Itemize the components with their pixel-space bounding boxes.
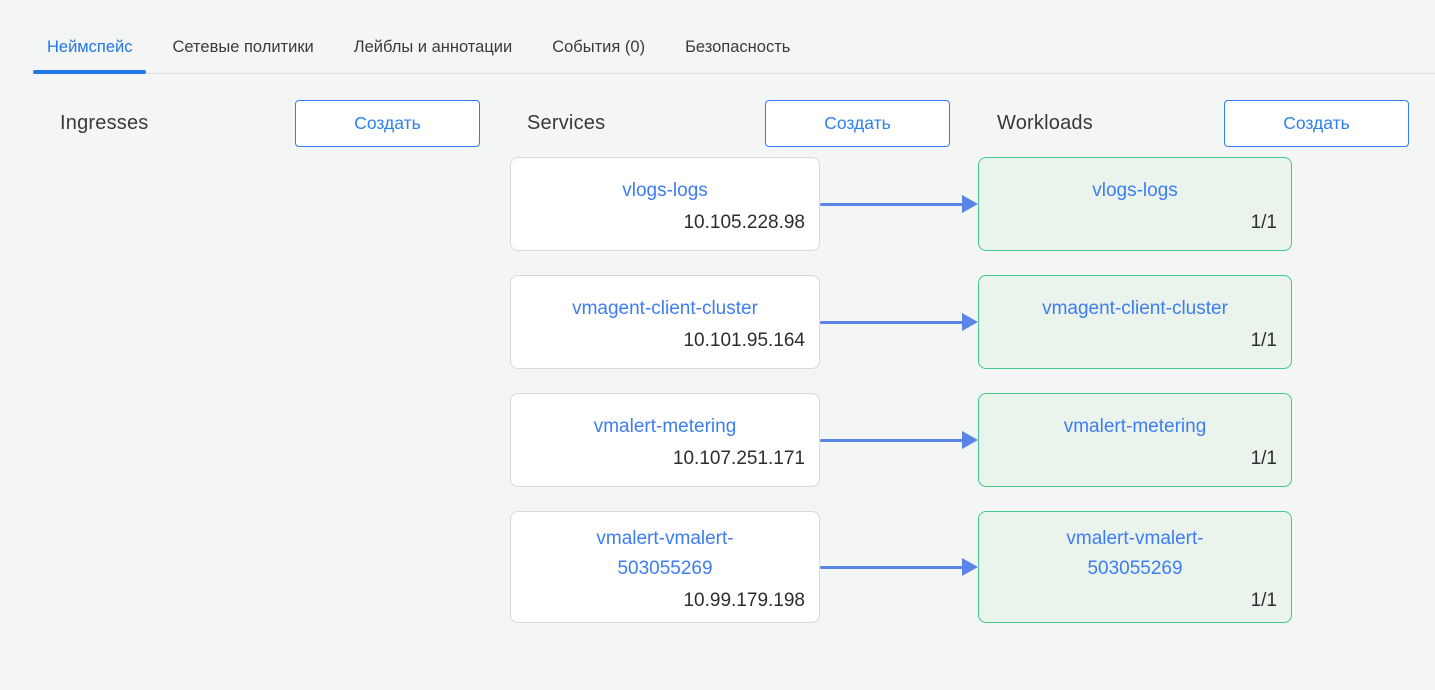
workload-name-link[interactable]: vlogs-logs — [1092, 180, 1178, 201]
namespace-topology-page: Неймспейс Сетевые политики Лейблы и анно… — [0, 0, 1435, 623]
service-to-workload-arrow — [820, 313, 978, 331]
service-to-workload-arrow — [820, 431, 978, 449]
service-name-link[interactable]: vmagent-client-cluster — [572, 298, 758, 319]
tab-labels-annotations[interactable]: Лейблы и аннотации — [353, 38, 513, 56]
arrow-line — [820, 202, 963, 206]
topology-row: vmalert-metering 10.107.251.171 vmalert-… — [510, 393, 1435, 487]
topology-row: vmalert-vmalert-503055269 10.99.179.198 … — [510, 511, 1435, 623]
workload-ready-count: 1/1 — [1250, 212, 1277, 233]
arrow-head-icon — [962, 558, 978, 576]
workload-name-link[interactable]: vmalert-vmalert-503055269 — [1066, 528, 1204, 579]
service-name-link[interactable]: vmalert-metering — [593, 416, 737, 437]
service-name-link[interactable]: vmalert-vmalert-503055269 — [596, 528, 734, 579]
tab-network-policies[interactable]: Сетевые политики — [172, 38, 314, 56]
workloads-column-header: Workloads Создать — [970, 100, 1409, 147]
arrow-line — [820, 320, 963, 324]
ingresses-title: Ingresses — [60, 112, 149, 134]
workload-card: vmalert-metering 1/1 — [978, 393, 1292, 487]
workload-card: vmagent-client-cluster 1/1 — [978, 275, 1292, 369]
service-card: vmalert-metering 10.107.251.171 — [510, 393, 820, 487]
services-title: Services — [527, 112, 606, 134]
service-cluster-ip: 10.105.228.98 — [683, 212, 805, 233]
columns-header: Ingresses Создать Services Создать Workl… — [33, 100, 1409, 147]
workload-card: vlogs-logs 1/1 — [978, 157, 1292, 251]
workload-name-link[interactable]: vmagent-client-cluster — [1042, 298, 1228, 319]
tab-namespace[interactable]: Неймспейс — [33, 37, 147, 74]
workload-ready-count: 1/1 — [1250, 330, 1277, 351]
tab-events[interactable]: События (0) — [552, 38, 646, 56]
service-card: vmalert-vmalert-503055269 10.99.179.198 — [510, 511, 820, 623]
arrow-line — [820, 438, 963, 442]
arrow-head-icon — [962, 431, 978, 449]
arrow-head-icon — [962, 195, 978, 213]
topology-row: vlogs-logs 10.105.228.98 vlogs-logs 1/1 — [510, 157, 1435, 251]
workload-name-link[interactable]: vmalert-metering — [1063, 416, 1207, 437]
create-ingress-button[interactable]: Создать — [295, 100, 480, 147]
services-column-header: Services Создать — [500, 100, 950, 147]
create-service-button[interactable]: Создать — [765, 100, 950, 147]
ingresses-column-header: Ingresses Создать — [33, 100, 480, 147]
arrow-line — [820, 565, 963, 569]
service-card: vmagent-client-cluster 10.101.95.164 — [510, 275, 820, 369]
service-to-workload-arrow — [820, 558, 978, 576]
workload-ready-count: 1/1 — [1250, 590, 1277, 611]
service-to-workload-arrow — [820, 195, 978, 213]
service-cluster-ip: 10.99.179.198 — [683, 590, 805, 611]
tab-bar: Неймспейс Сетевые политики Лейблы и анно… — [0, 0, 1435, 74]
service-name-link[interactable]: vlogs-logs — [622, 180, 708, 201]
service-card: vlogs-logs 10.105.228.98 — [510, 157, 820, 251]
workload-card: vmalert-vmalert-503055269 1/1 — [978, 511, 1292, 623]
service-cluster-ip: 10.107.251.171 — [672, 448, 805, 469]
tab-security[interactable]: Безопасность — [685, 38, 791, 56]
topology-row: vmagent-client-cluster 10.101.95.164 vma… — [510, 275, 1435, 369]
arrow-head-icon — [962, 313, 978, 331]
service-cluster-ip: 10.101.95.164 — [683, 330, 805, 351]
workloads-title: Workloads — [997, 112, 1093, 134]
topology-rows: vlogs-logs 10.105.228.98 vlogs-logs 1/1 … — [0, 157, 1435, 623]
workload-ready-count: 1/1 — [1250, 448, 1277, 469]
create-workload-button[interactable]: Создать — [1224, 100, 1409, 147]
